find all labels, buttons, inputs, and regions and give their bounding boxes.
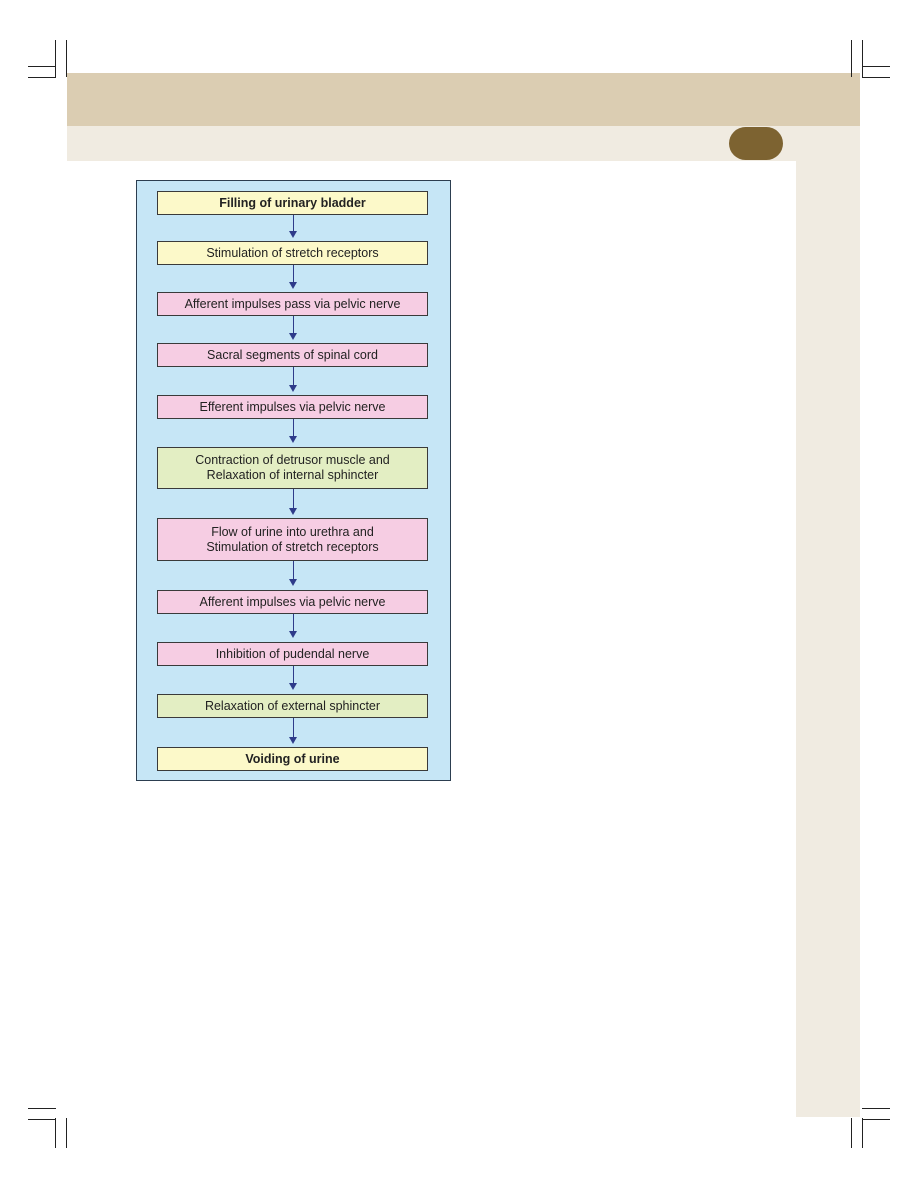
- flow-arrow: [292, 614, 294, 632]
- flow-step: Contraction of detrusor muscle and Relax…: [157, 447, 428, 489]
- flow-step: Voiding of urine: [157, 747, 428, 771]
- arrow-head-icon: [289, 508, 297, 515]
- crop-mark: [66, 40, 67, 77]
- crop-mark: [28, 1119, 56, 1120]
- header-band: [67, 73, 860, 126]
- crop-mark: [862, 1108, 890, 1109]
- flow-step: Afferent impulses pass via pelvic nerve: [157, 292, 428, 316]
- flow-step: Flow of urine into urethra and Stimulati…: [157, 518, 428, 561]
- flow-step: Efferent impulses via pelvic nerve: [157, 395, 428, 419]
- flow-arrow: [292, 316, 294, 334]
- flow-arrow: [292, 265, 294, 283]
- flow-step: Stimulation of stretch receptors: [157, 241, 428, 265]
- arrow-head-icon: [289, 333, 297, 340]
- arrow-head-icon: [289, 385, 297, 392]
- flow-step: Afferent impulses via pelvic nerve: [157, 590, 428, 614]
- crop-mark: [28, 77, 56, 78]
- flow-arrow: [292, 718, 294, 738]
- crop-mark: [28, 1108, 56, 1109]
- crop-mark: [851, 40, 852, 77]
- flow-step: Relaxation of external sphincter: [157, 694, 428, 718]
- crop-mark: [55, 1118, 56, 1148]
- flow-arrow: [292, 367, 294, 386]
- micturition-flowchart: Filling of urinary bladder Stimulation o…: [136, 180, 451, 781]
- crop-mark: [28, 66, 56, 67]
- crop-mark: [862, 77, 890, 78]
- flow-step: Inhibition of pudendal nerve: [157, 642, 428, 666]
- arrow-head-icon: [289, 282, 297, 289]
- flow-step: Sacral segments of spinal cord: [157, 343, 428, 367]
- page-tab: [729, 127, 783, 160]
- arrow-head-icon: [289, 683, 297, 690]
- crop-mark: [55, 40, 56, 77]
- arrow-head-icon: [289, 579, 297, 586]
- flow-arrow: [292, 666, 294, 684]
- subheader-band: [67, 126, 860, 161]
- arrow-head-icon: [289, 436, 297, 443]
- crop-mark: [862, 66, 890, 67]
- crop-mark: [66, 1118, 67, 1148]
- arrow-head-icon: [289, 631, 297, 638]
- flow-step: Filling of urinary bladder: [157, 191, 428, 215]
- side-column: [796, 161, 860, 1117]
- crop-mark: [851, 1118, 852, 1148]
- arrow-head-icon: [289, 231, 297, 238]
- crop-mark: [862, 1118, 863, 1148]
- flow-arrow: [292, 215, 294, 232]
- arrow-head-icon: [289, 737, 297, 744]
- crop-mark: [862, 40, 863, 77]
- crop-mark: [862, 1119, 890, 1120]
- flow-arrow: [292, 561, 294, 580]
- flow-arrow: [292, 419, 294, 437]
- flow-arrow: [292, 489, 294, 509]
